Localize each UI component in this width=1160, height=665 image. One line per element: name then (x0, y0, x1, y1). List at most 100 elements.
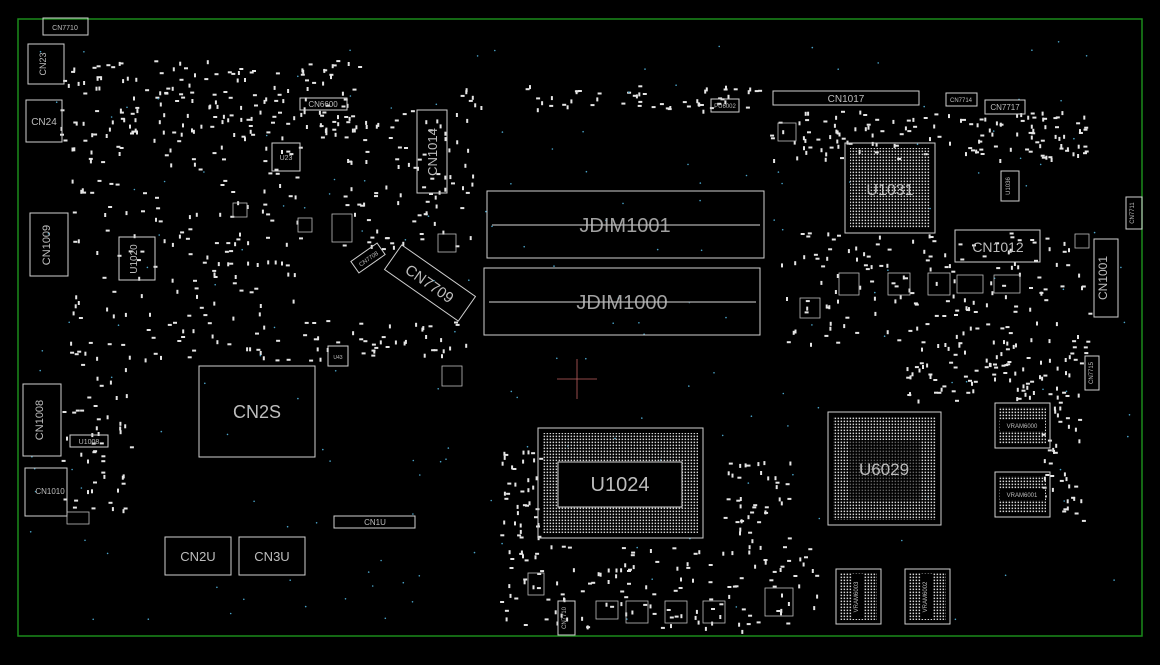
passive-pad (155, 217, 157, 222)
passive-pad (1083, 128, 1088, 131)
passive-pad (738, 622, 741, 627)
passive-pad (770, 137, 775, 140)
passive-pad (281, 261, 283, 266)
passive-pad (829, 146, 834, 149)
cn1014[interactable]: CN1014 (416, 109, 448, 194)
passive-pad (295, 176, 300, 179)
passive-pad (363, 139, 368, 142)
via (551, 148, 554, 150)
passive-pad (651, 106, 656, 109)
cn2s[interactable]: CN2S (198, 365, 316, 458)
passive-pad (1051, 487, 1054, 492)
u1008[interactable]: U1008 (69, 434, 109, 448)
passive-pad (793, 140, 796, 145)
cn2u[interactable]: CN2U (164, 536, 232, 576)
vram6003[interactable]: VRAM6003 (835, 568, 882, 625)
passive-pad (596, 97, 599, 102)
passive-pad (359, 322, 364, 325)
via (792, 473, 794, 476)
passive-pad (318, 110, 321, 115)
u43[interactable]: U43 (327, 345, 349, 367)
u6029[interactable]: U6029 (827, 411, 942, 526)
cn1017[interactable]: CN1017 (772, 90, 920, 106)
passive-pad (863, 264, 868, 267)
u23[interactable]: U23 (271, 142, 301, 172)
passive-pad (306, 87, 309, 91)
passive-pad (234, 275, 237, 279)
cn7710-top[interactable]: CN7710 (42, 17, 89, 36)
cn7710-bottom[interactable]: CN7710 (557, 600, 576, 636)
passive-pad (385, 346, 390, 348)
passive-pad (344, 116, 349, 118)
cn6600[interactable]: CN6600 (299, 97, 348, 111)
passive-pad (1077, 154, 1080, 158)
passive-pad (227, 118, 230, 123)
passive-pad (404, 147, 408, 149)
passive-pad (266, 236, 270, 239)
jdim1001[interactable]: JDIM1001 (486, 190, 765, 259)
via (699, 182, 702, 184)
u1020[interactable]: U1020 (118, 236, 156, 281)
passive-pad (698, 102, 701, 107)
vram6001[interactable]: VRAM6001 (994, 471, 1051, 518)
passive-pad (410, 110, 415, 113)
cn1008[interactable]: CN1008 (22, 383, 62, 457)
passive-pad (263, 99, 266, 104)
passive-pad (96, 65, 101, 68)
passive-pad (402, 241, 405, 246)
cn7709[interactable]: CN7709 (383, 244, 477, 322)
passive-pad (239, 68, 244, 70)
cn7711[interactable]: CN7711 (1125, 196, 1143, 230)
cn1009[interactable]: CN1009 (29, 212, 69, 277)
cn7717[interactable]: CN7717 (984, 99, 1026, 115)
via (439, 460, 442, 463)
passive-pad (508, 550, 511, 555)
u1031[interactable]: U1031 (844, 142, 936, 234)
u1024[interactable]: U1024 (537, 427, 704, 539)
passive-pad (763, 461, 766, 466)
svg-text:VRAM6003: VRAM6003 (854, 581, 860, 612)
passive-pad (912, 117, 915, 122)
pu6002[interactable]: PU6002 (710, 98, 740, 113)
via (1031, 49, 1033, 51)
passive-pad (118, 61, 121, 66)
passive-pad (682, 101, 687, 104)
passive-pad (119, 430, 122, 435)
cn7715[interactable]: CN7715 (1084, 355, 1100, 391)
passive-pad (942, 315, 947, 317)
cn7714[interactable]: CN7714 (945, 92, 978, 107)
vram6000[interactable]: VRAM6000 (994, 402, 1051, 449)
passive-pad (928, 255, 933, 258)
via (68, 321, 70, 324)
passive-pad (231, 191, 236, 193)
cn1010[interactable]: CN1010 (24, 467, 90, 525)
passive-pad (505, 617, 508, 622)
passive-pad (962, 331, 965, 336)
passive-pad (1060, 144, 1063, 148)
passive-pad (1010, 265, 1013, 270)
cn3u[interactable]: CN3U (238, 536, 306, 576)
cn7708[interactable]: CN7708 (350, 242, 386, 274)
passive-pad (435, 204, 438, 209)
vram6002[interactable]: VRAM6002 (904, 568, 951, 625)
passive-pad (350, 187, 353, 192)
passive-pad (1066, 506, 1069, 511)
passive-pad (803, 255, 806, 260)
via (1059, 468, 1062, 471)
passive-pad (1024, 392, 1027, 397)
passive-pad (67, 83, 70, 88)
passive-pad (802, 562, 805, 567)
passive-pad (178, 234, 181, 239)
passive-pad (286, 150, 291, 153)
cn1012[interactable]: CN1012 (954, 229, 1041, 263)
u1036[interactable]: U1036 (1000, 170, 1020, 202)
passive-pad (523, 624, 528, 626)
cn24[interactable]: CN24 (25, 99, 63, 143)
cn1u[interactable]: CN1U (333, 515, 416, 529)
cn23[interactable]: CN23 (27, 43, 65, 85)
cn1001[interactable]: CN1001 (1093, 238, 1119, 318)
passive-pad (728, 594, 731, 599)
passive-pad (223, 91, 228, 93)
jdim1000[interactable]: JDIM1000 (483, 267, 761, 336)
